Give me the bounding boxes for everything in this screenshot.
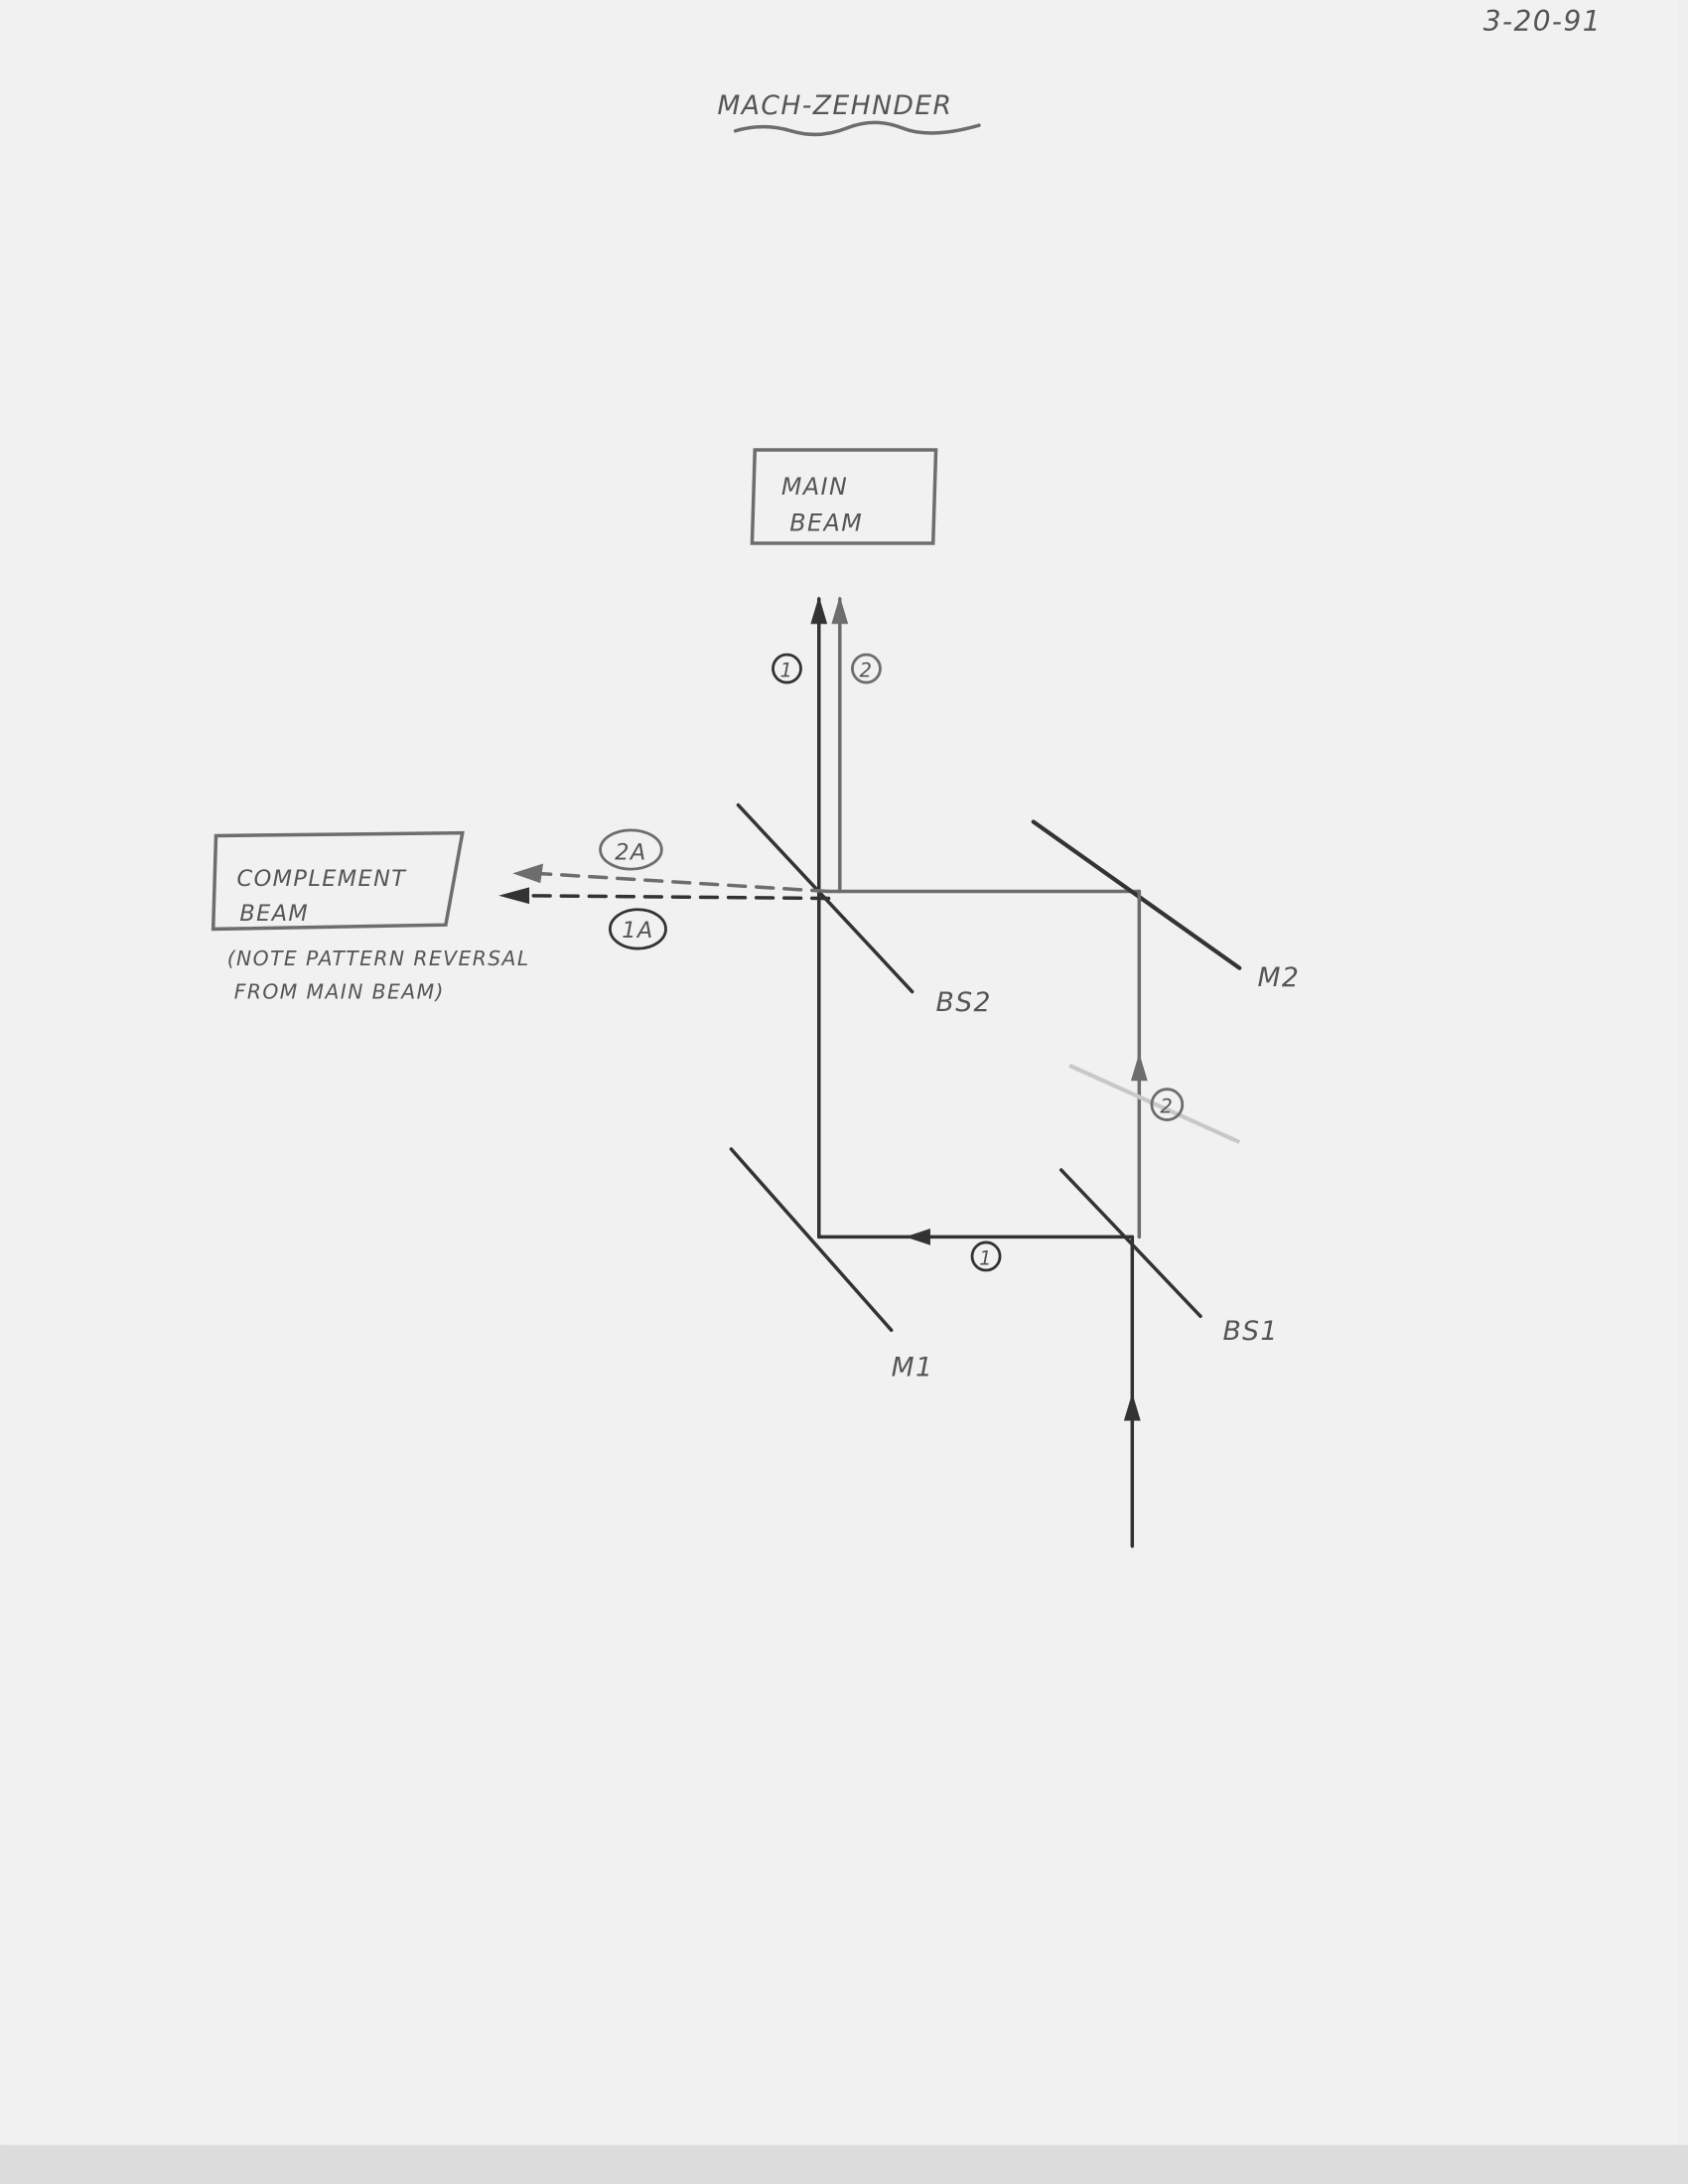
note-line-1: (NOTE PATTERN REVERSAL [227, 946, 530, 970]
note-line-2: FROM MAIN BEAM) [234, 980, 445, 1004]
complement-beam-1a [520, 894, 831, 901]
m1-label: M1 [892, 1353, 934, 1383]
label-circle-1 [970, 1240, 1002, 1272]
m2-label: M2 [1258, 962, 1301, 993]
main-beam-box [750, 448, 938, 545]
title-underline [733, 120, 981, 137]
title: MACH-ZEHNDER [717, 90, 952, 121]
arrow-up-icon [831, 596, 849, 625]
arrow-left-icon [498, 887, 530, 905]
label-circle-1a [608, 908, 667, 950]
paper [0, 0, 1678, 2145]
arrow-up-icon [1130, 1053, 1148, 1082]
mirror-2 [1031, 819, 1242, 970]
complement-beam-2a [534, 871, 831, 894]
arrow-up-icon [1123, 1392, 1141, 1421]
arrow-up-icon [810, 596, 828, 625]
beam-label-1: 1 [780, 659, 794, 682]
label-circle-1 [772, 653, 802, 684]
complement-beam-label-1: COMPLEMENT [237, 866, 408, 892]
arrow-left-icon [512, 863, 544, 884]
faint-stroke [1068, 1063, 1241, 1144]
mirror-1 [729, 1147, 894, 1333]
label-circle-2 [851, 653, 882, 684]
beam-label-2: 2 [859, 659, 873, 682]
bs1-label: BS1 [1222, 1316, 1278, 1347]
beam-label-2-right: 2 [1160, 1095, 1174, 1118]
label-circle-2a [599, 828, 663, 871]
main-beam-label-2: BEAM [789, 509, 863, 536]
beam-label-1a: 1A [622, 918, 653, 944]
label-circle-2 [1150, 1088, 1185, 1121]
arrow-left-icon [905, 1228, 930, 1245]
date: 3-20-91 [1483, 5, 1602, 38]
main-beam-label-1: MAIN [781, 473, 848, 501]
complement-beam-label-2: BEAM [239, 901, 309, 927]
beam-label-1-bottom: 1 [979, 1246, 993, 1269]
complement-beam-box [211, 830, 465, 932]
bs2-label: BS2 [936, 987, 992, 1018]
scan-edge [0, 2144, 1688, 2184]
beam-label-2a: 2A [615, 839, 646, 865]
